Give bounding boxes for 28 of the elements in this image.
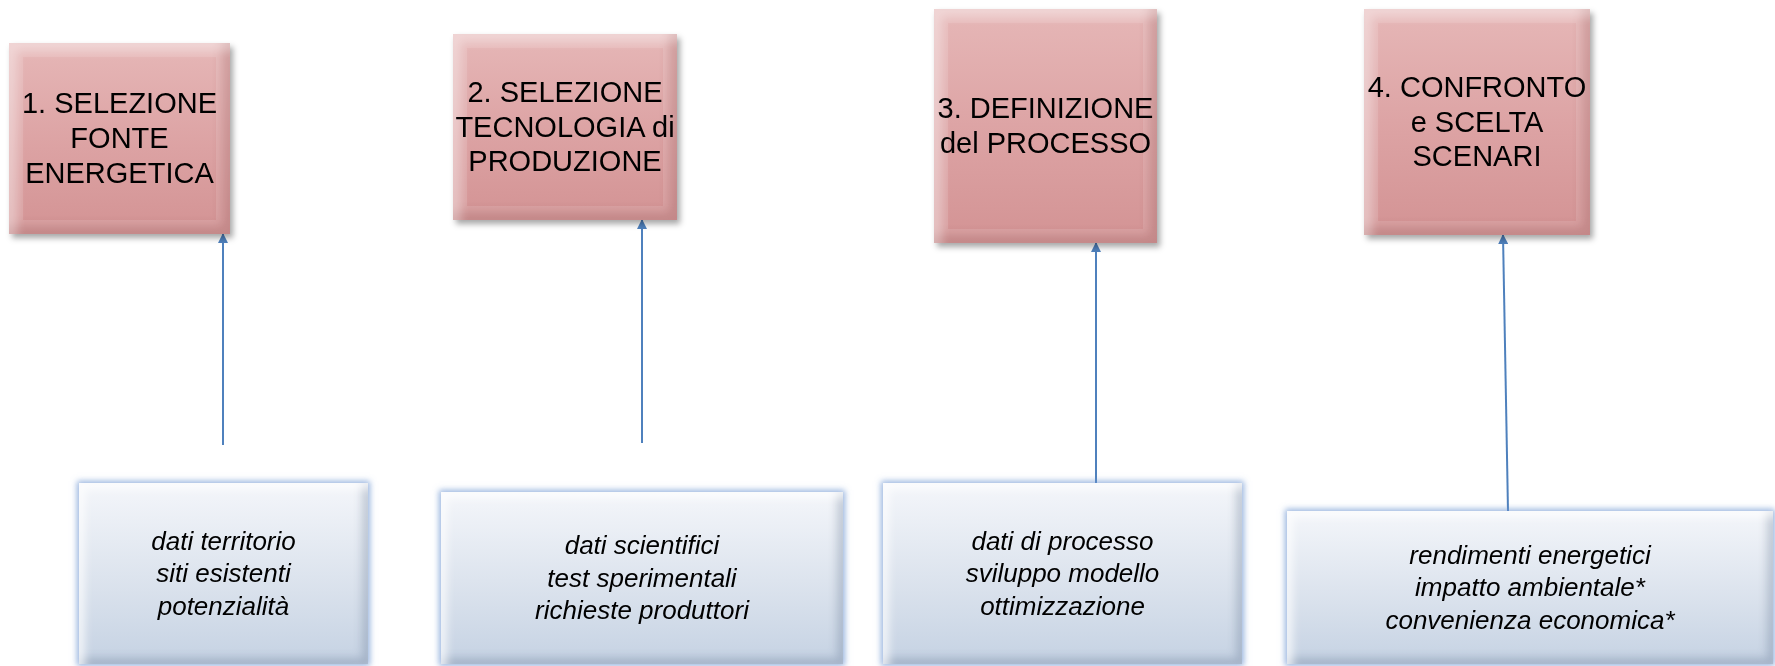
arrow <box>637 219 647 444</box>
data-box <box>883 483 1242 664</box>
arrow <box>1498 234 1509 512</box>
box-text: dati di processo <box>971 524 1154 558</box>
step-box <box>934 9 1157 243</box>
data-box <box>79 483 368 664</box>
box-text: convenienza economica* <box>1385 603 1675 637</box>
box-text: dati territorio <box>151 524 296 558</box>
arrow <box>218 233 228 446</box>
box-text: rendimenti energetici <box>1409 538 1651 572</box>
box-text: sviluppo modello <box>965 557 1160 590</box>
step-box <box>1364 9 1590 235</box>
box-text: 1. SELEZIONE FONTE ENERGETICA <box>21 86 218 191</box>
box-text: 4. CONFRONTO e SCELTA SCENARI <box>1366 69 1588 175</box>
box-text: ottimizzazione <box>980 589 1145 623</box>
box-text: richieste produttori <box>535 594 749 627</box>
step-box <box>9 43 230 234</box>
box-text: potenzialità <box>157 589 290 623</box>
box-text: dati scientifici <box>564 529 720 562</box>
arrow <box>1091 242 1101 484</box>
box-text: 2. SELEZIONE TECNOLOGIA di PRODUZIONE <box>454 74 676 180</box>
step-box <box>453 34 677 220</box>
data-box <box>441 492 843 664</box>
box-text: 3. DEFINIZIONE del PROCESSO <box>936 91 1155 161</box>
box-text: siti esistenti <box>156 557 291 590</box>
box-text: impatto ambientale* <box>1415 571 1645 604</box>
box-text: test sperimentali <box>547 561 737 595</box>
data-box <box>1287 511 1773 664</box>
